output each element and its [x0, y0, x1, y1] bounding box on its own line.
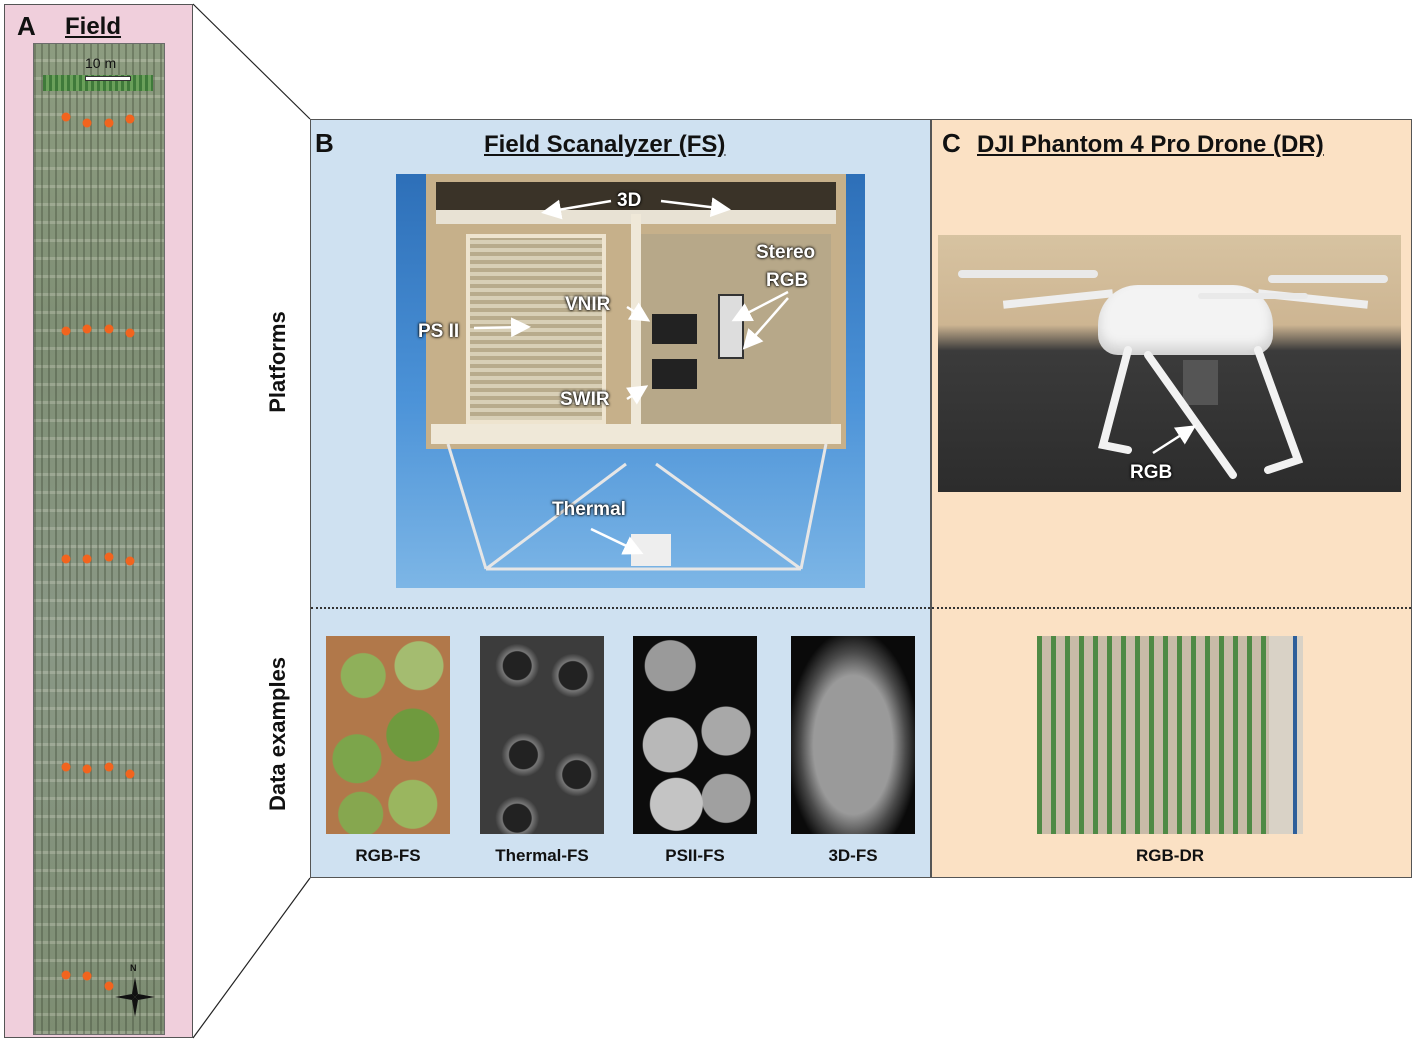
- 3d-fs-image: [791, 636, 915, 834]
- psii-fs-image: [633, 636, 757, 834]
- annotation-vnir: VNIR: [565, 294, 611, 315]
- caption-rgb-fs: RGB-FS: [355, 846, 421, 865]
- panel-b-title: Field Scanalyzer (FS): [484, 131, 726, 158]
- sample-markers: [61, 112, 135, 991]
- caption-3d-fs: 3D-FS: [828, 846, 878, 865]
- thermal-fs-image: [480, 636, 604, 834]
- panel-c-title: DJI Phantom 4 Pro Drone (DR): [977, 131, 1324, 158]
- row-label-platforms: Platforms: [265, 311, 290, 413]
- compass-icon: [115, 977, 155, 1017]
- row-separator: [311, 607, 930, 609]
- annotation-ps2: PS II: [418, 321, 460, 342]
- rgb-fs-image: [326, 636, 450, 834]
- panel-b-letter: B: [315, 128, 334, 158]
- panel-c-letter: C: [942, 128, 961, 158]
- annotation-arrows: [473, 197, 789, 555]
- row-label-data-examples: Data examples: [265, 656, 290, 812]
- panel-a-title: Field: [65, 13, 122, 40]
- annotation-stereo-rgb: RGB: [766, 270, 809, 291]
- annotation-3d: 3D: [617, 190, 642, 211]
- caption-thermal-fs: Thermal-FS: [495, 846, 589, 865]
- panel-a-field: A Field 10 m N: [4, 4, 193, 1038]
- annotation-stereo: Stereo: [756, 242, 816, 263]
- panel-b-field-scanalyzer: B Field Scanalyzer (FS) 3D: [310, 119, 931, 878]
- rgb-dr-image: [1037, 636, 1303, 834]
- row-separator-c: [932, 607, 1411, 609]
- ps2-panel: [466, 234, 606, 424]
- annotation-drone-rgb: RGB: [1130, 462, 1173, 483]
- panel-a-letter: A: [17, 11, 36, 41]
- annotation-swir: SWIR: [560, 389, 610, 410]
- scale-bar-label: 10 m: [85, 55, 117, 71]
- field-aerial-image: [33, 43, 165, 1035]
- north-label: N: [130, 963, 137, 973]
- scale-bar: [85, 76, 131, 81]
- drone-photo: [938, 235, 1401, 492]
- panel-c-drone: C DJI Phantom 4 Pro Drone (DR) RGB: [931, 119, 1412, 878]
- caption-rgb-dr: RGB-DR: [1136, 846, 1204, 865]
- caption-psii-fs: PSII-FS: [665, 846, 725, 865]
- annotation-thermal: Thermal: [552, 499, 626, 520]
- drone-annotation-arrow: [1152, 425, 1197, 455]
